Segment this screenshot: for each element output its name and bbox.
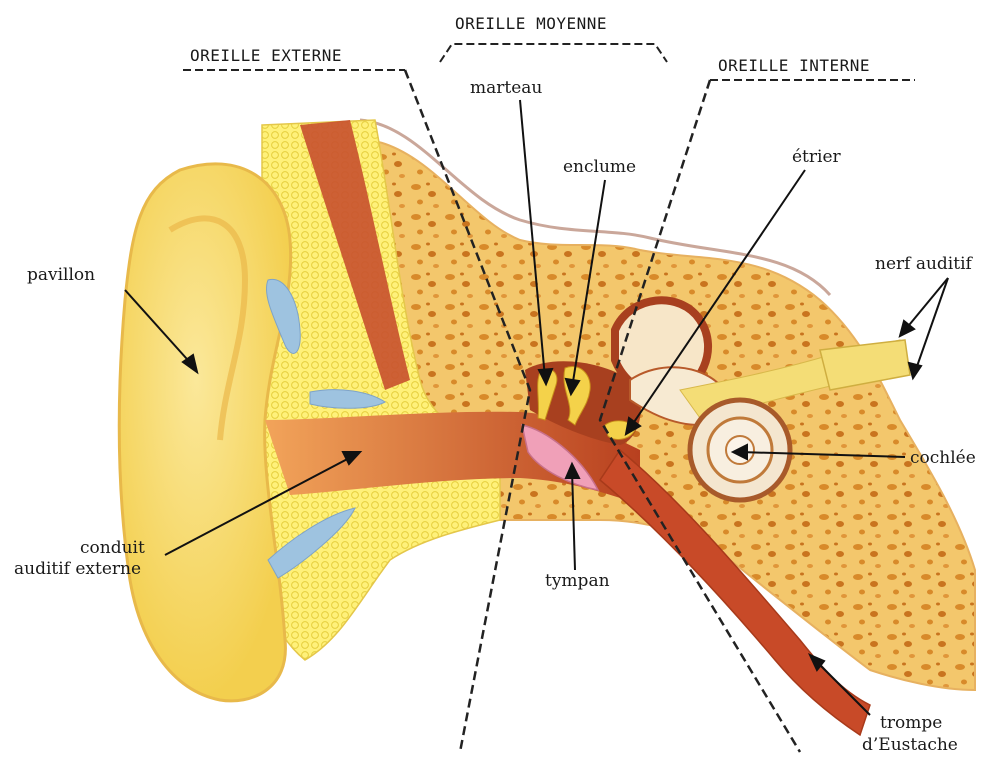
label-tympan: tympan	[545, 571, 610, 592]
label-pavillon: pavillon	[27, 265, 95, 286]
nerf-arrow-1-head	[900, 321, 914, 336]
section-outer-ear: OREILLE EXTERNE	[190, 46, 342, 65]
nerf-arrow-2	[915, 278, 948, 372]
label-enclume: enclume	[563, 157, 636, 178]
nerf-arrow-2-head	[909, 363, 921, 378]
auricle	[119, 164, 290, 701]
middle-header-bracket	[440, 44, 667, 62]
label-conduit-line1: conduit	[80, 538, 145, 559]
label-trompe-line1: trompe	[880, 713, 942, 734]
label-marteau: marteau	[470, 78, 542, 99]
label-nerf-auditif: nerf auditif	[875, 254, 972, 275]
label-conduit-line2: auditif externe	[14, 559, 141, 580]
section-middle-ear: OREILLE MOYENNE	[455, 14, 607, 33]
nerf-arrow-1	[905, 278, 948, 330]
section-inner-ear: OREILLE INTERNE	[718, 56, 870, 75]
label-cochlee: cochlée	[910, 448, 976, 469]
label-etrier: étrier	[792, 147, 841, 168]
label-trompe-line2: d’Eustache	[862, 735, 958, 756]
